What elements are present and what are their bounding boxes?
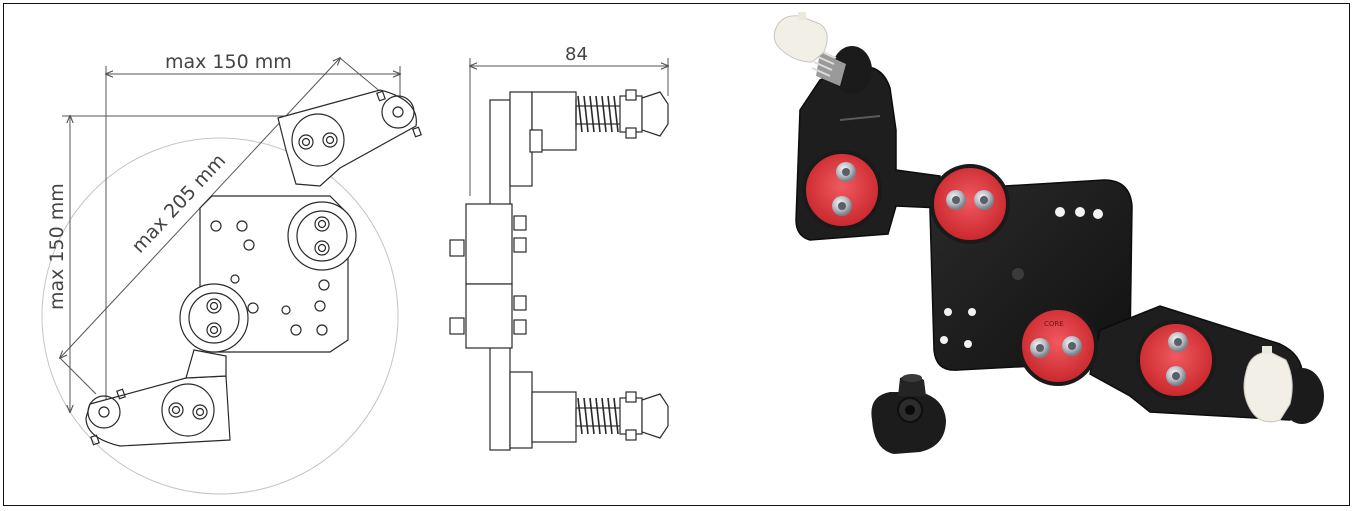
photo-red-puck-3 [1018, 306, 1098, 386]
top-plunger [575, 89, 669, 139]
photo-top-plunger [773, 12, 872, 94]
photo-red-puck-2 [930, 164, 1010, 244]
product-photo: CORE [773, 12, 1324, 454]
depth-label: 84 [565, 44, 588, 65]
lower-arm [85, 375, 231, 447]
height-label: max 150 mm [46, 183, 68, 310]
depth-dimension [470, 58, 668, 196]
photo-plate-holes [940, 207, 1103, 348]
bottom-plunger [575, 391, 669, 441]
photo-red-puck-4 [1136, 320, 1216, 400]
photo-red-puck-1 [802, 150, 882, 230]
photo-loose-knob [871, 374, 946, 454]
front-view-drawing [41, 58, 422, 495]
width-label: max 150 mm [165, 51, 292, 73]
photo-bottom-plunger [1243, 346, 1324, 424]
upper-arm [277, 89, 417, 187]
side-view-drawing [449, 58, 669, 451]
photo-brand-mark: CORE [1044, 320, 1064, 328]
